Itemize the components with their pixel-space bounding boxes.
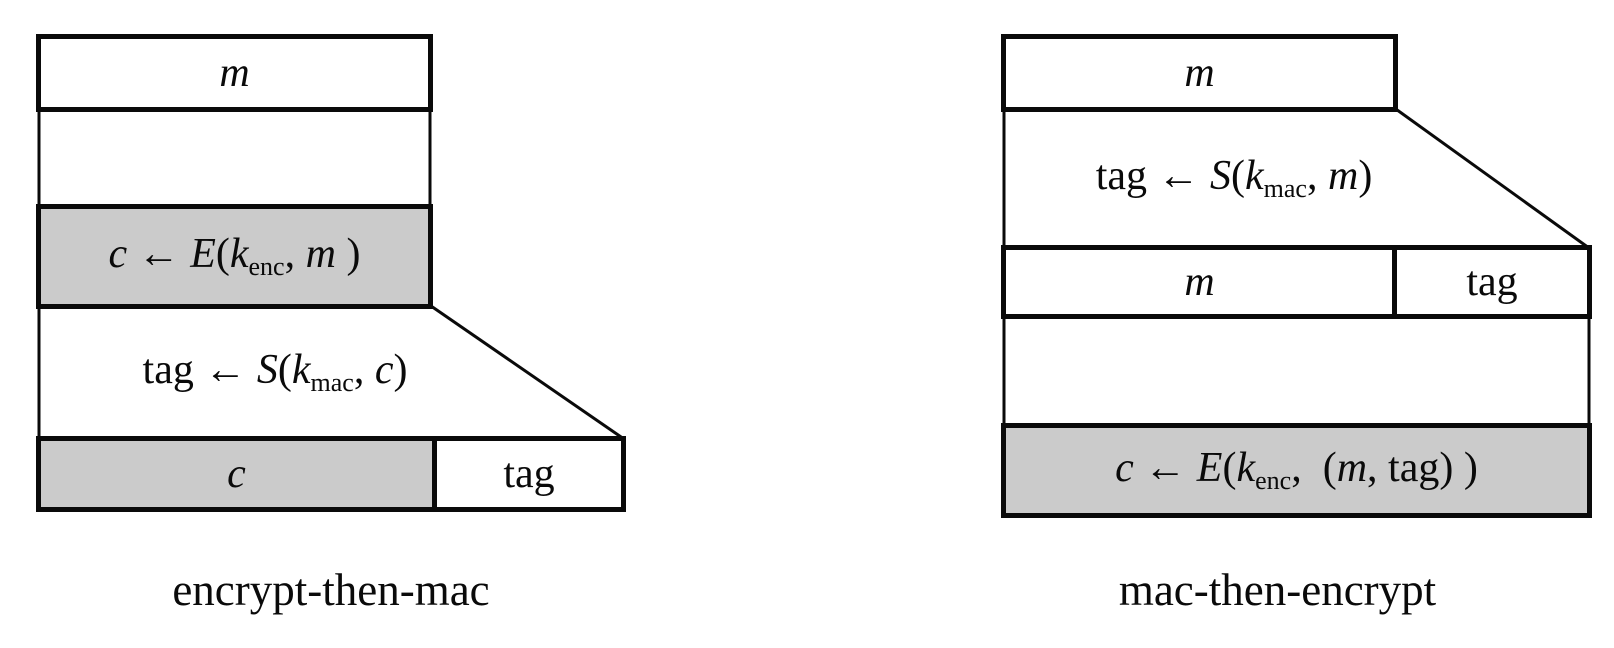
etm-output-ciphertext-label: c <box>227 451 246 497</box>
mte-row-tag-box: tag <box>1392 245 1592 319</box>
etm-mac-step-region: tag ← S(kmac, c) <box>36 309 514 436</box>
mte-encrypt-step-box: c ← E(kenc, (m, tag) ) <box>1001 423 1592 518</box>
etm-encrypt-step-formula: c ← E(kenc, m ) <box>108 231 361 281</box>
etm-output-tag-box: tag <box>432 436 626 512</box>
mte-message-box: m <box>1001 34 1398 112</box>
mte-mac-step-formula: tag ← S(kmac, m) <box>1095 153 1373 203</box>
etm-output-tag-label: tag <box>503 451 555 497</box>
mte-row-tag-label: tag <box>1466 259 1518 305</box>
mte-caption: mac-then-encrypt <box>1118 565 1437 615</box>
left-diagonal-connector-line <box>430 304 625 441</box>
mte-mac-step-region: tag ← S(kmac, m) <box>1004 112 1464 245</box>
etm-caption: encrypt-then-mac <box>172 565 490 615</box>
mte-row-message-box: m <box>1001 245 1398 319</box>
etm-message-label: m <box>219 50 250 96</box>
etm-encrypt-step-box: c ← E(kenc, m ) <box>36 204 433 309</box>
mte-row-message-label: m <box>1184 259 1215 305</box>
etm-output-ciphertext-box: c <box>36 436 437 512</box>
mte-message-label: m <box>1184 50 1215 96</box>
etm-message-box: m <box>36 34 433 112</box>
mte-encrypt-step-formula: c ← E(kenc, (m, tag) ) <box>1115 445 1478 495</box>
etm-mac-step-formula: tag ← S(kmac, c) <box>142 347 408 397</box>
right-diagonal-connector-line <box>1392 105 1590 250</box>
